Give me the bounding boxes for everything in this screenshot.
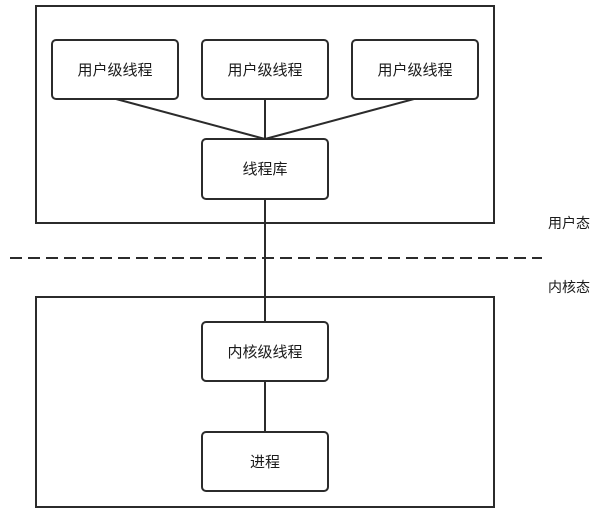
user-thread-node-1: 用户级线程 — [51, 39, 179, 100]
kernel-thread-node: 内核级线程 — [201, 321, 329, 382]
user-thread-label-3: 用户级线程 — [377, 61, 452, 79]
user-thread-label-2: 用户级线程 — [227, 61, 302, 79]
user-mode-label: 用户态 — [548, 215, 590, 232]
process-label: 进程 — [250, 453, 280, 471]
user-thread-node-3: 用户级线程 — [351, 39, 479, 100]
thread-library-label: 线程库 — [242, 160, 287, 178]
user-thread-label-1: 用户级线程 — [77, 61, 152, 79]
kernel-mode-label: 内核态 — [548, 280, 590, 296]
edge-user-thread-1-to-library — [115, 98, 266, 140]
kernel-thread-label: 内核级线程 — [227, 343, 302, 361]
process-node: 进程 — [201, 431, 329, 492]
edge-user-thread-3-to-library — [264, 98, 415, 140]
user-thread-node-2: 用户级线程 — [201, 39, 329, 100]
thread-library-node: 线程库 — [201, 138, 329, 200]
